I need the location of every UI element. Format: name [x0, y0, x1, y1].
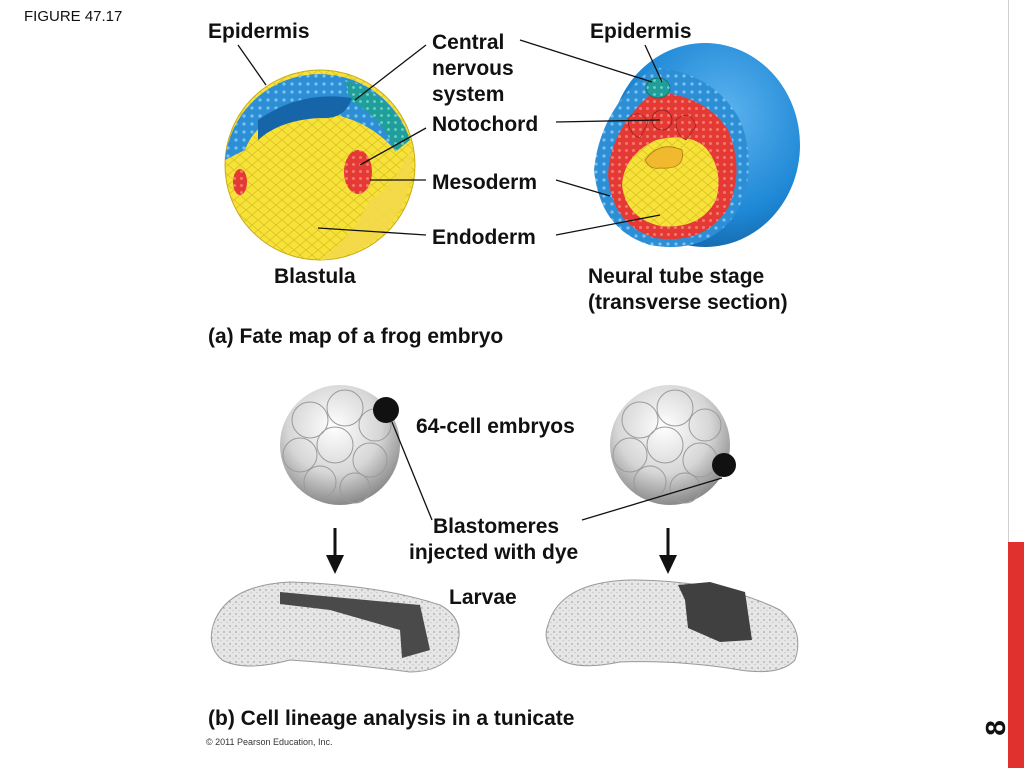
label-notochord: Notochord	[432, 113, 539, 136]
copyright-notice: © 2011 Pearson Education, Inc.	[206, 737, 333, 747]
larva-left	[210, 581, 460, 673]
figure-canvas	[210, 39, 800, 673]
arrow-down-left-icon	[326, 528, 344, 574]
label-64-cell-embryos: 64-cell embryos	[416, 415, 575, 438]
label-epidermis-left: Epidermis	[208, 20, 310, 43]
caption-part-a: (a) Fate map of a frog embryo	[208, 325, 504, 348]
blastula-embryo	[224, 69, 416, 261]
label-epidermis-right: Epidermis	[590, 20, 692, 43]
label-cns-1: Central	[432, 31, 505, 54]
caption-part-b: (b) Cell lineage analysis in a tunicate	[208, 707, 575, 730]
label-cns-3: system	[432, 83, 505, 106]
label-cns-2: nervous	[432, 57, 514, 80]
label-blastomeres-2: injected with dye	[409, 541, 579, 564]
larva-right	[545, 579, 799, 673]
leader-lines-b	[391, 421, 723, 521]
label-larvae: Larvae	[449, 586, 517, 609]
embryo-64-cell-right	[610, 385, 736, 505]
page-number: 8	[980, 720, 1011, 736]
label-endoderm: Endoderm	[432, 226, 536, 249]
neural-tube-embryo	[594, 43, 800, 247]
label-blastula: Blastula	[274, 265, 356, 288]
label-neural-tube-1: Neural tube stage	[588, 265, 765, 288]
embryo-64-cell-left	[280, 385, 400, 505]
slide-sidebar-accent	[1008, 542, 1024, 768]
leader-lines-a	[237, 39, 663, 236]
label-blastomeres-1: Blastomeres	[433, 515, 560, 538]
dyed-blastomere-left	[373, 397, 399, 423]
arrow-down-right-icon	[659, 528, 677, 574]
dyed-blastomere-right	[712, 453, 736, 477]
label-neural-tube-2: (transverse section)	[588, 291, 788, 314]
figure-label: FIGURE 47.17	[24, 8, 123, 25]
label-mesoderm: Mesoderm	[432, 171, 538, 194]
